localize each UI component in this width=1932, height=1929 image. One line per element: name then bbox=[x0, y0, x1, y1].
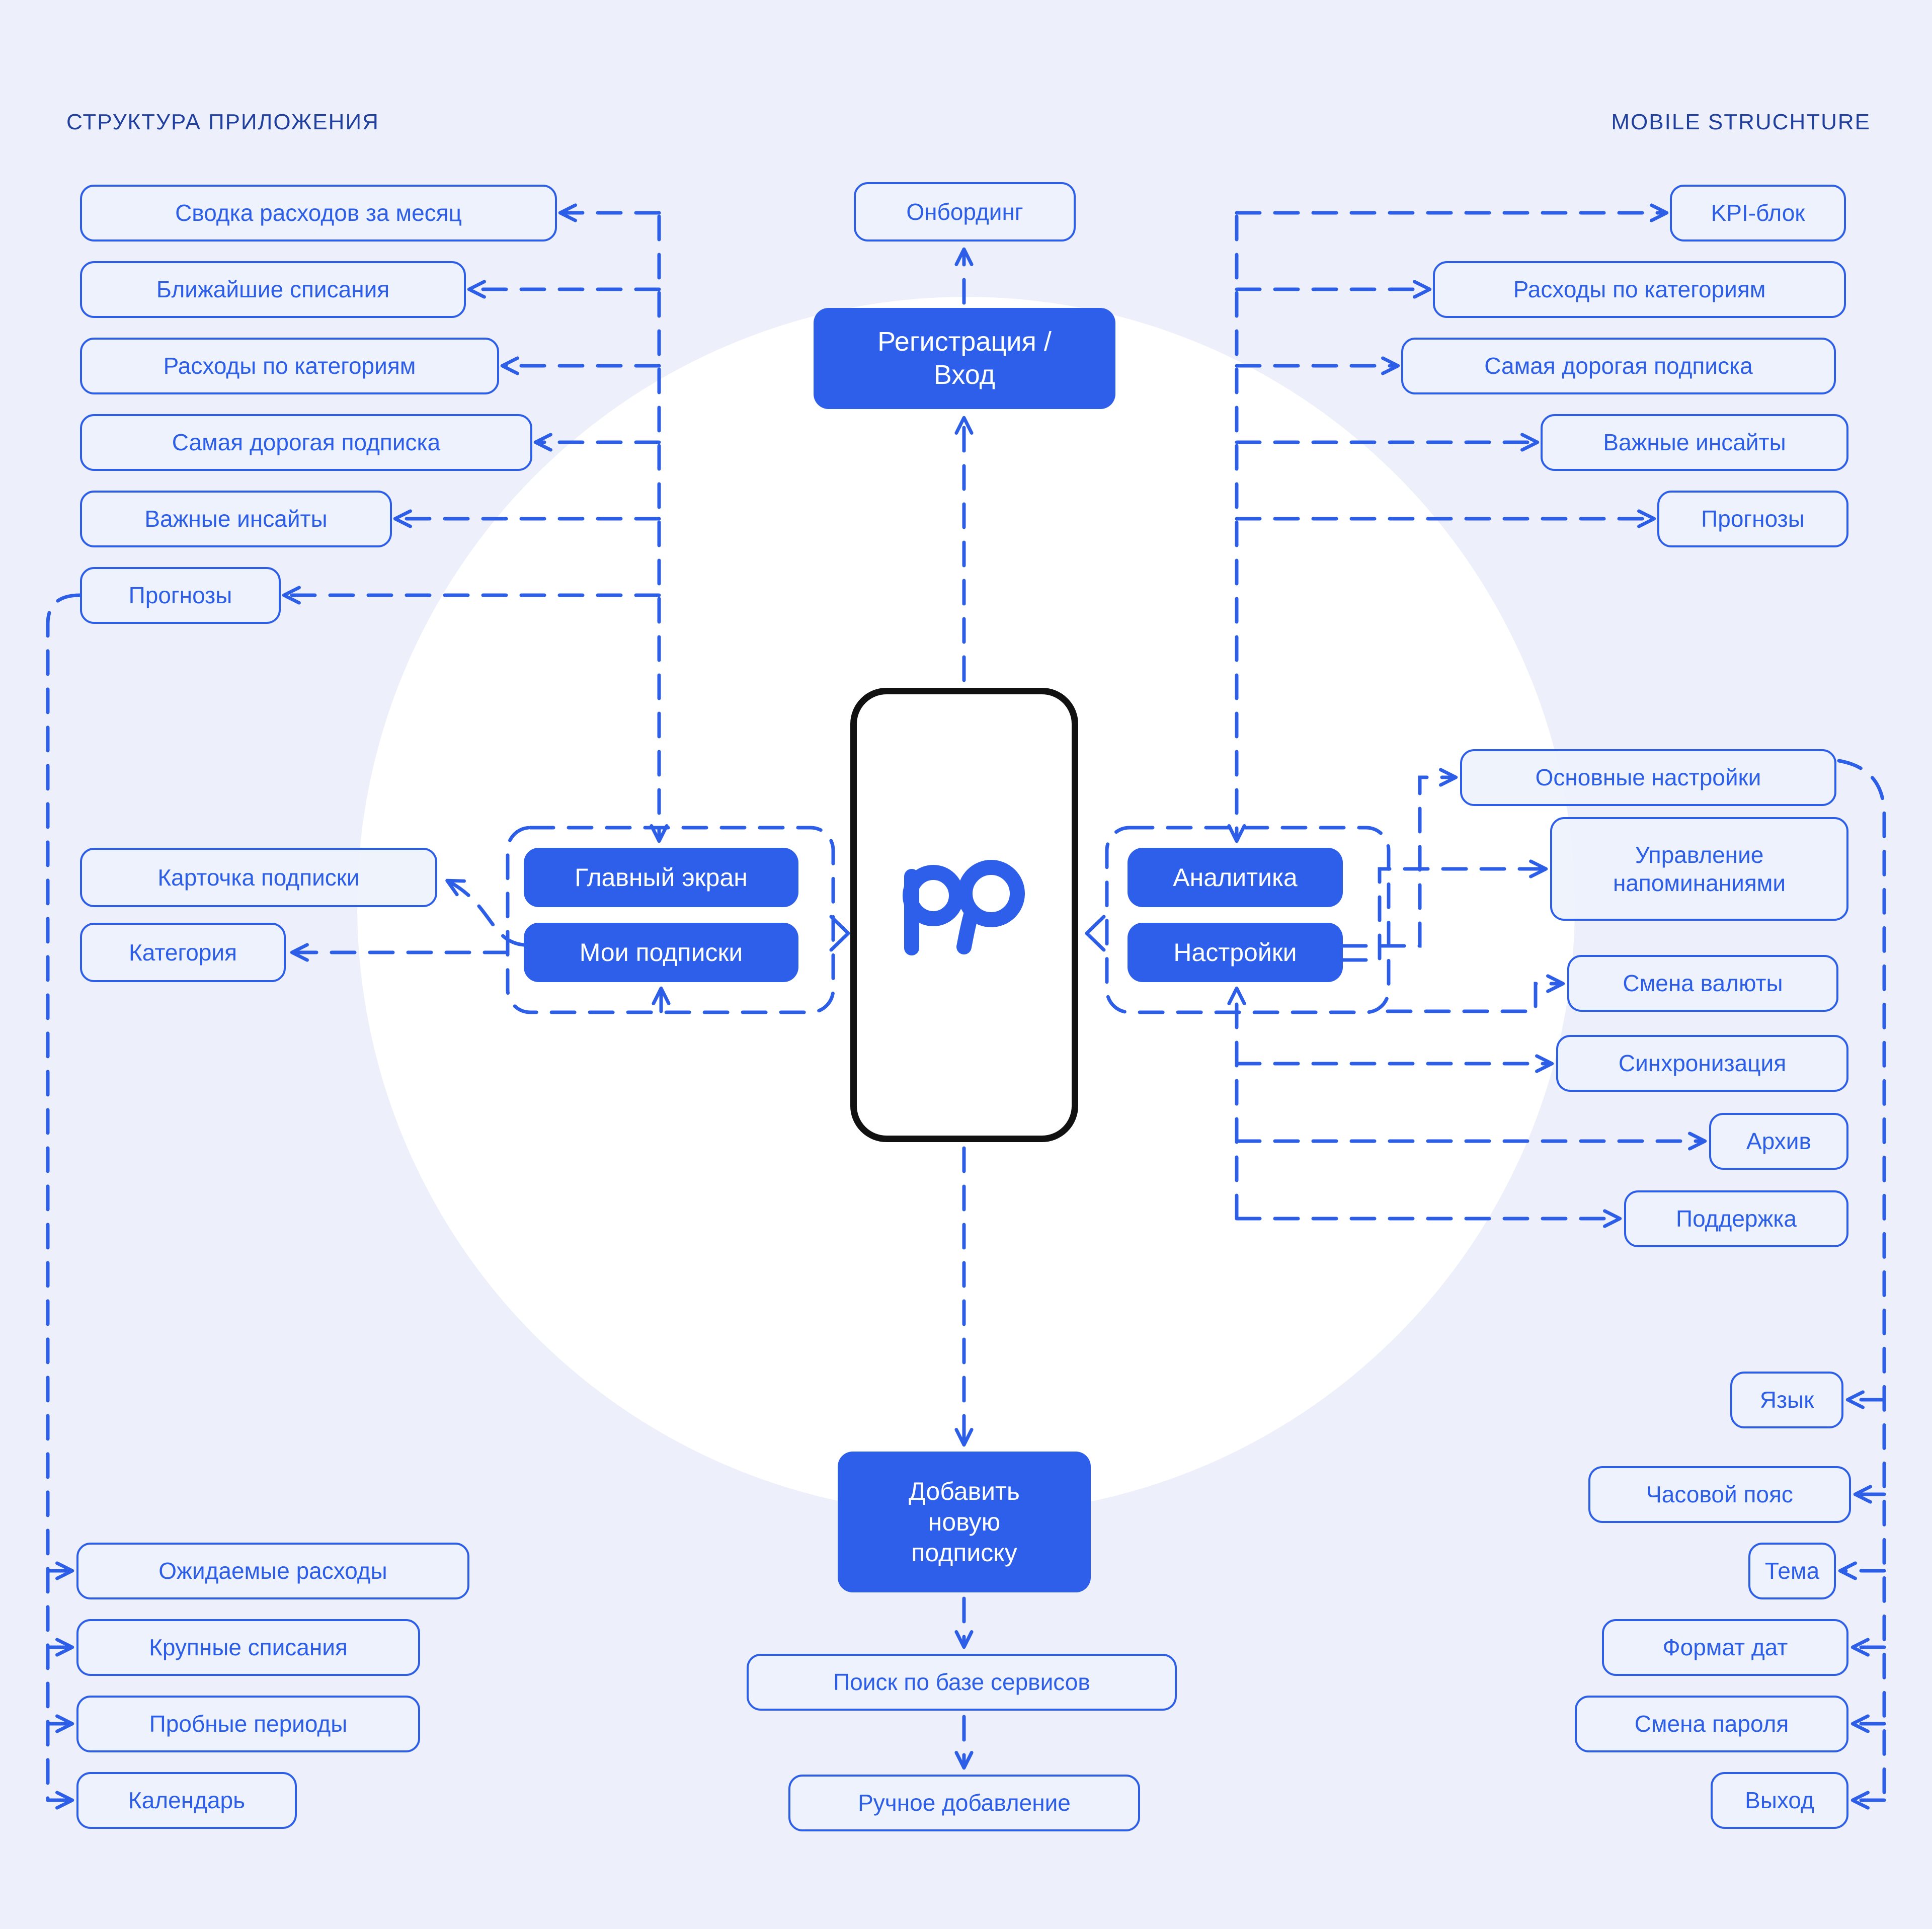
node-label: Категория bbox=[128, 939, 237, 966]
node-label: Выход bbox=[1745, 1787, 1814, 1814]
node-date-format: Формат дат bbox=[1602, 1619, 1848, 1676]
node-label: Настройки bbox=[1173, 938, 1297, 967]
node-label: Пробные периоды bbox=[149, 1711, 348, 1737]
edge-basic-settings bbox=[1341, 768, 1458, 948]
node-theme: Тема bbox=[1748, 1543, 1836, 1599]
node-large-charges: Крупные списания bbox=[76, 1619, 420, 1676]
node-label: Мои подписки bbox=[579, 938, 743, 967]
node-label: Синхронизация bbox=[1618, 1050, 1787, 1077]
node-trial-periods: Пробные периоды bbox=[76, 1696, 420, 1752]
node-settings: Настройки bbox=[1128, 923, 1343, 982]
chevron-left-icon bbox=[1085, 915, 1106, 952]
node-upcoming-charges: Ближайшие списания bbox=[80, 261, 466, 318]
node-support: Поддержка bbox=[1624, 1190, 1848, 1247]
node-label: Поиск по базе сервисов bbox=[833, 1669, 1090, 1696]
node-currency-change: Смена валюты bbox=[1567, 955, 1838, 1012]
node-label: Самая дорогая подписка bbox=[172, 429, 441, 456]
node-service-search: Поиск по базе сервисов bbox=[747, 1654, 1177, 1711]
node-expected-expenses: Ожидаемые расходы bbox=[76, 1543, 469, 1599]
node-label: Смена валюты bbox=[1623, 970, 1783, 997]
node-label: Поддержка bbox=[1676, 1205, 1797, 1232]
node-analytics: Аналитика bbox=[1128, 848, 1343, 907]
edge-currency bbox=[1386, 974, 1565, 1013]
node-label: Важные инсайты bbox=[144, 506, 328, 532]
node-monthly-summary: Сводка расходов за месяц bbox=[80, 185, 557, 242]
node-expenses-by-category-left: Расходы по категориям bbox=[80, 338, 499, 394]
node-label: Управление напоминаниями bbox=[1613, 841, 1786, 896]
node-insights-left: Важные инсайты bbox=[80, 491, 392, 547]
node-label: Крупные списания bbox=[149, 1634, 348, 1661]
node-auth: Регистрация / Вход bbox=[814, 308, 1115, 409]
node-label: Ожидаемые расходы bbox=[158, 1558, 387, 1584]
node-label: Часовой пояс bbox=[1646, 1481, 1793, 1508]
node-add-subscription: Добавить новую подписку bbox=[838, 1452, 1091, 1592]
node-reminders: Управление напоминаниями bbox=[1550, 817, 1848, 921]
page-title-right: MOBILE STRUCHTURE bbox=[1611, 110, 1871, 134]
chevron-right-icon bbox=[829, 915, 850, 952]
node-label: Регистрация / Вход bbox=[877, 326, 1052, 390]
node-label: Аналитика bbox=[1173, 863, 1298, 892]
node-label: Архив bbox=[1746, 1128, 1811, 1155]
edge-trunk-basic-settings bbox=[1837, 759, 1886, 1802]
node-label: Прогнозы bbox=[1701, 506, 1805, 532]
node-label: Основные настройки bbox=[1535, 764, 1761, 791]
node-label: Главный экран bbox=[575, 863, 748, 892]
node-most-expensive-right: Самая дорогая подписка bbox=[1401, 338, 1836, 394]
node-my-subscriptions: Мои подписки bbox=[524, 923, 798, 982]
edge-trunk-forecasts bbox=[46, 593, 82, 1802]
node-label: Расходы по категориям bbox=[163, 353, 416, 379]
node-label: Ближайшие списания bbox=[156, 276, 390, 303]
node-timezone: Часовой пояс bbox=[1588, 1466, 1851, 1523]
node-main-screen: Главный экран bbox=[524, 848, 798, 907]
node-onboarding: Онбординг bbox=[854, 182, 1076, 242]
edge-subscription-card bbox=[445, 878, 526, 947]
node-language: Язык bbox=[1730, 1372, 1843, 1428]
node-label: Язык bbox=[1759, 1387, 1814, 1413]
node-calendar: Календарь bbox=[76, 1772, 297, 1829]
node-category: Категория bbox=[80, 923, 286, 982]
node-most-expensive-left: Самая дорогая подписка bbox=[80, 414, 532, 471]
node-expenses-by-category-right: Расходы по категориям bbox=[1433, 261, 1846, 318]
node-forecasts-right: Прогнозы bbox=[1657, 491, 1848, 547]
node-label: KPI-блок bbox=[1711, 200, 1805, 226]
node-label: Расходы по категориям bbox=[1513, 276, 1766, 303]
node-subscription-card: Карточка подписки bbox=[80, 848, 437, 907]
node-manual-add: Ручное добавление bbox=[788, 1775, 1140, 1831]
node-logout: Выход bbox=[1711, 1772, 1848, 1829]
edge-reminders bbox=[1341, 859, 1548, 962]
node-label: Добавить новую подписку bbox=[909, 1477, 1020, 1567]
node-label: Сводка расходов за месяц bbox=[175, 200, 462, 226]
node-archive: Архив bbox=[1709, 1113, 1848, 1170]
node-basic-settings: Основные настройки bbox=[1460, 749, 1836, 806]
node-label: Ручное добавление bbox=[858, 1790, 1071, 1816]
node-label: Календарь bbox=[128, 1787, 246, 1814]
node-password-change: Смена пароля bbox=[1575, 1696, 1848, 1752]
node-label: Важные инсайты bbox=[1603, 429, 1786, 456]
node-label: Тема bbox=[1764, 1558, 1820, 1584]
node-insights-right: Важные инсайты bbox=[1541, 414, 1848, 471]
app-logo-icon bbox=[903, 860, 1025, 955]
page-title-left: СТРУКТУРА ПРИЛОЖЕНИЯ bbox=[66, 110, 379, 134]
node-sync: Синхронизация bbox=[1556, 1035, 1848, 1092]
node-forecasts-left: Прогнозы bbox=[80, 567, 281, 624]
node-label: Прогнозы bbox=[128, 582, 232, 609]
node-label: Смена пароля bbox=[1634, 1711, 1789, 1737]
group-bracket-analytics bbox=[1105, 826, 1391, 1014]
node-label: Онбординг bbox=[906, 198, 1023, 225]
node-kpi-block: KPI-блок bbox=[1670, 185, 1846, 242]
node-label: Формат дат bbox=[1662, 1634, 1788, 1661]
node-label: Самая дорогая подписка bbox=[1484, 353, 1753, 379]
phone-frame bbox=[850, 688, 1078, 1142]
node-label: Карточка подписки bbox=[157, 864, 360, 891]
